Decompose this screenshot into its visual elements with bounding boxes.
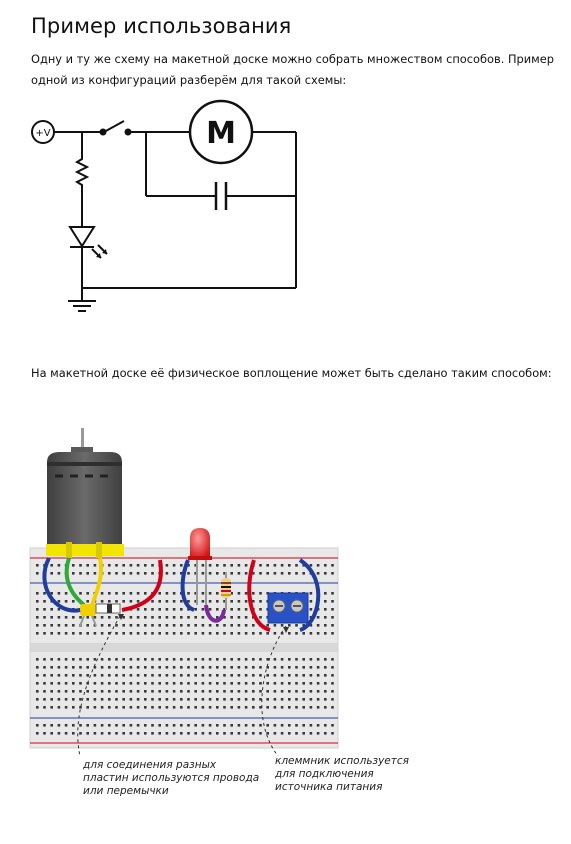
capacitor <box>79 604 97 627</box>
motor-wire-green <box>64 557 86 607</box>
switch-lever <box>103 120 125 133</box>
wire-blue-led <box>180 559 195 612</box>
motor <box>46 428 124 558</box>
led <box>188 528 212 605</box>
wire-red-switch <box>121 559 163 612</box>
wire-blue-left <box>42 557 81 613</box>
breadboard-illustration <box>29 428 339 757</box>
wire-blue-right <box>298 558 321 632</box>
wire-red-terminal <box>247 559 271 632</box>
wire-purple <box>204 604 226 623</box>
breadboard-intro-paragraph: На макетной доске её физическое воплощен… <box>31 366 552 380</box>
led-symbol <box>68 226 96 248</box>
resistor <box>221 572 231 610</box>
pointer-terminal <box>261 625 287 757</box>
page-title: Пример использования <box>31 14 292 38</box>
resistor-symbol <box>74 153 90 191</box>
intro-paragraph: Одну и ту же схему на макетной доске мож… <box>31 52 554 87</box>
circuit-schematic: +V M <box>31 99 297 312</box>
terminal-block <box>267 592 309 624</box>
motor-wire-yellow <box>90 557 103 607</box>
caption-wires: для соединения разных пластин используют… <box>83 759 260 797</box>
power-label: +V <box>35 128 50 139</box>
caption-terminal: клеммник используется для подключения ис… <box>275 755 409 793</box>
switch <box>95 603 121 614</box>
motor-label: M <box>206 116 236 151</box>
pointer-wires <box>77 615 121 757</box>
